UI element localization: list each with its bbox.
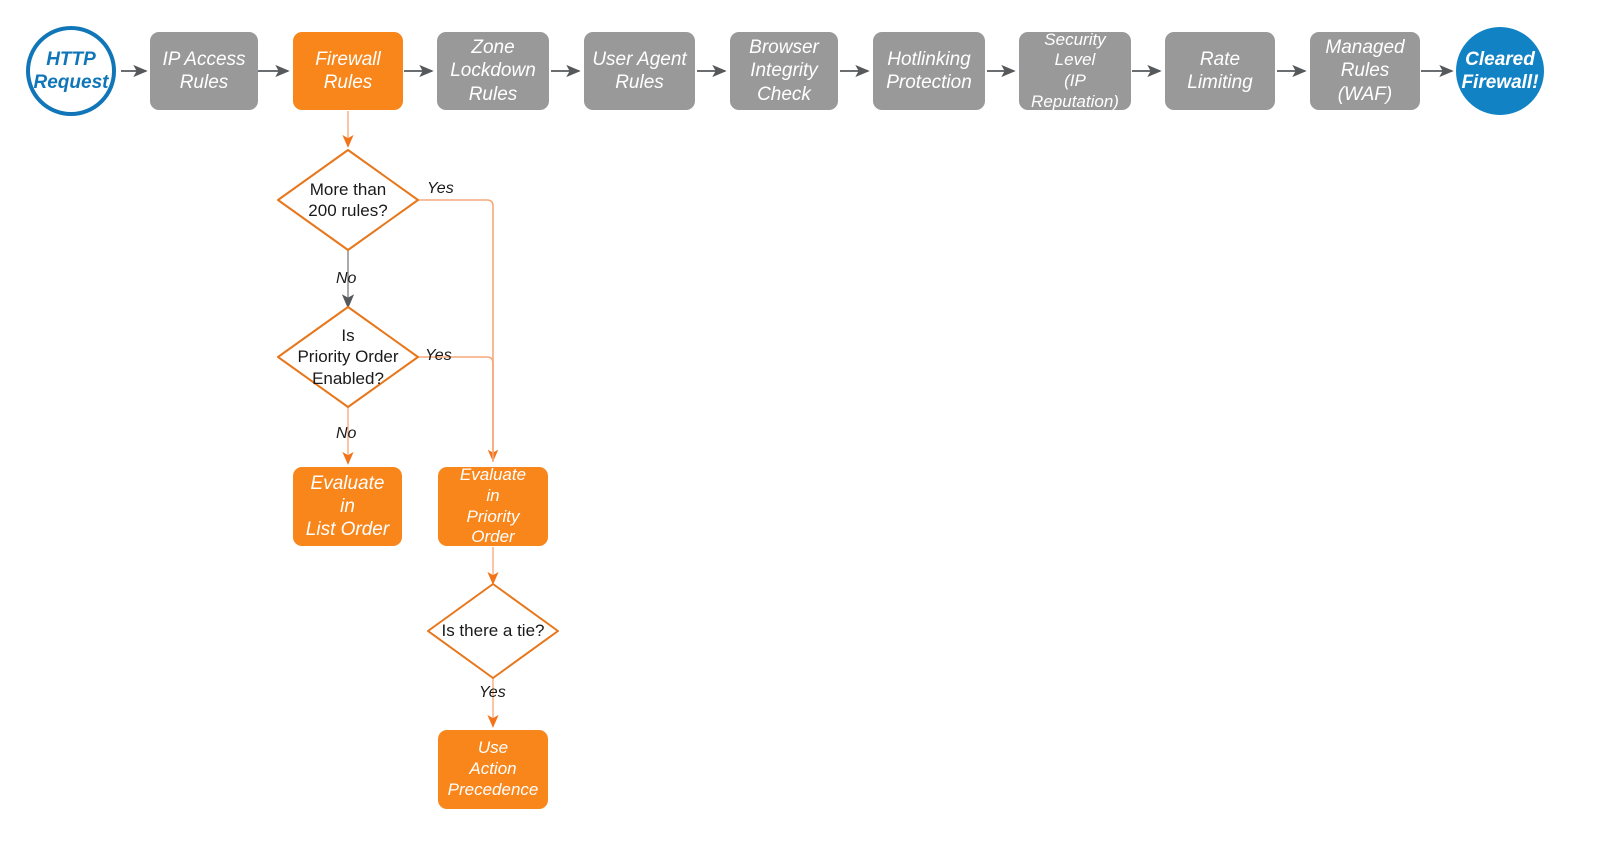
node-rate-limiting[interactable]: Rate Limiting (1165, 32, 1275, 110)
node-http-request-label: HTTP Request (33, 48, 109, 93)
node-use-action-precedence[interactable]: Use Action Precedence (438, 730, 548, 809)
node-hotlinking-protection[interactable]: Hotlinking Protection (873, 32, 985, 110)
node-cleared-firewall[interactable]: Cleared Firewall! (1456, 27, 1544, 115)
node-rate-limiting-label: Rate Limiting (1187, 48, 1253, 93)
edge-label-yes-tie: Yes (479, 684, 506, 701)
edge-label-no-more-than-200: No (336, 270, 357, 287)
decision-priority-order-enabled[interactable]: Is Priority Order Enabled? (278, 307, 418, 407)
node-zone-lockdown-rules-label: Zone Lockdown Rules (450, 37, 536, 105)
decision-more-than-200-rules-label: More than 200 rules? (308, 179, 388, 220)
node-user-agent-rules[interactable]: User Agent Rules (584, 32, 695, 110)
node-ip-access-rules-label: IP Access Rules (162, 48, 246, 93)
node-managed-rules-waf-label: Managed Rules (WAF) (1325, 37, 1405, 105)
node-browser-integrity-check-label: Browser Integrity Check (749, 37, 819, 105)
decision-priority-order-enabled-label: Is Priority Order Enabled? (297, 326, 399, 388)
node-zone-lockdown-rules[interactable]: Zone Lockdown Rules (437, 32, 549, 110)
edge-d2-yes (418, 356, 494, 462)
node-firewall-rules-label: Firewall Rules (315, 48, 381, 93)
node-ip-access-rules[interactable]: IP Access Rules (150, 32, 258, 110)
node-hotlinking-protection-label: Hotlinking Protection (886, 48, 972, 93)
edge-label-no-priority-order: No (336, 425, 357, 442)
node-browser-integrity-check[interactable]: Browser Integrity Check (730, 32, 838, 110)
node-evaluate-in-list-order-label: Evaluate in List Order (305, 472, 390, 541)
edge-d1-yes (418, 199, 499, 462)
edge-label-yes-priority-order: Yes (425, 347, 452, 364)
decision-more-than-200-rules[interactable]: More than 200 rules? (278, 150, 418, 250)
decision-is-there-a-tie[interactable]: Is there a tie? (428, 584, 558, 678)
node-security-level[interactable]: Security Level (IP Reputation) (1019, 29, 1131, 111)
node-use-action-precedence-label: Use Action Precedence (447, 738, 539, 799)
node-cleared-firewall-label: Cleared Firewall! (1461, 48, 1539, 93)
node-firewall-rules[interactable]: Firewall Rules (293, 32, 403, 110)
node-http-request[interactable]: HTTP Request (26, 26, 116, 116)
decision-is-there-a-tie-label: Is there a tie? (441, 621, 545, 641)
edge-label-yes-more-than-200: Yes (427, 180, 454, 197)
node-evaluate-in-priority-order[interactable]: Evaluate in Priority Order (438, 465, 548, 547)
node-evaluate-in-priority-order-label: Evaluate in Priority Order (459, 465, 527, 547)
node-evaluate-in-list-order[interactable]: Evaluate in List Order (293, 467, 402, 546)
node-managed-rules-waf[interactable]: Managed Rules (WAF) (1310, 32, 1420, 110)
node-user-agent-rules-label: User Agent Rules (592, 48, 687, 93)
node-security-level-label: Security Level (IP Reputation) (1031, 29, 1119, 111)
